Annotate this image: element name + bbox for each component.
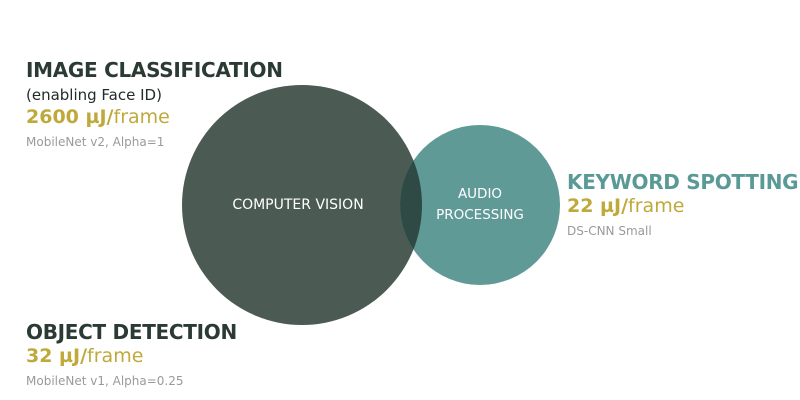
keyword-spotting-block: KEYWORD SPOTTING 22 µJ/frame DS-CNN Smal… [567,170,799,240]
audio-label-line2: PROCESSING [436,207,524,223]
object-detection-energy: 32 µJ/frame [26,344,237,368]
energy-value: 22 µJ/ [567,195,629,217]
image-classification-energy: 2600 µJ/frame [26,105,283,129]
energy-unit: frame [628,195,685,217]
keyword-spotting-energy: 22 µJ/frame [567,194,798,218]
object-detection-block: OBJECT DETECTION 32 µJ/frame MobileNet v… [26,320,237,390]
image-classification-model: MobileNet v2, Alpha=1 [26,135,165,149]
audio-label-line1: AUDIO [458,186,502,202]
audio-processing-circle [400,125,560,285]
energy-unit: frame [113,106,170,128]
image-classification-block: IMAGE CLASSIFICATION (enabling Face ID) … [26,58,283,151]
keyword-spotting-title: KEYWORD SPOTTING [567,170,799,194]
energy-value: 2600 µJ/ [26,106,114,128]
energy-unit: frame [87,345,144,367]
computer-vision-label: COMPUTER VISION [232,197,363,213]
image-classification-subtitle: (enabling Face ID) [26,86,162,104]
energy-value: 32 µJ/ [26,345,88,367]
image-classification-title: IMAGE CLASSIFICATION [26,58,283,82]
computer-vision-circle [182,85,422,325]
object-detection-title: OBJECT DETECTION [26,320,237,344]
keyword-spotting-model: DS-CNN Small [567,224,652,238]
object-detection-model: MobileNet v1, Alpha=0.25 [26,374,184,388]
